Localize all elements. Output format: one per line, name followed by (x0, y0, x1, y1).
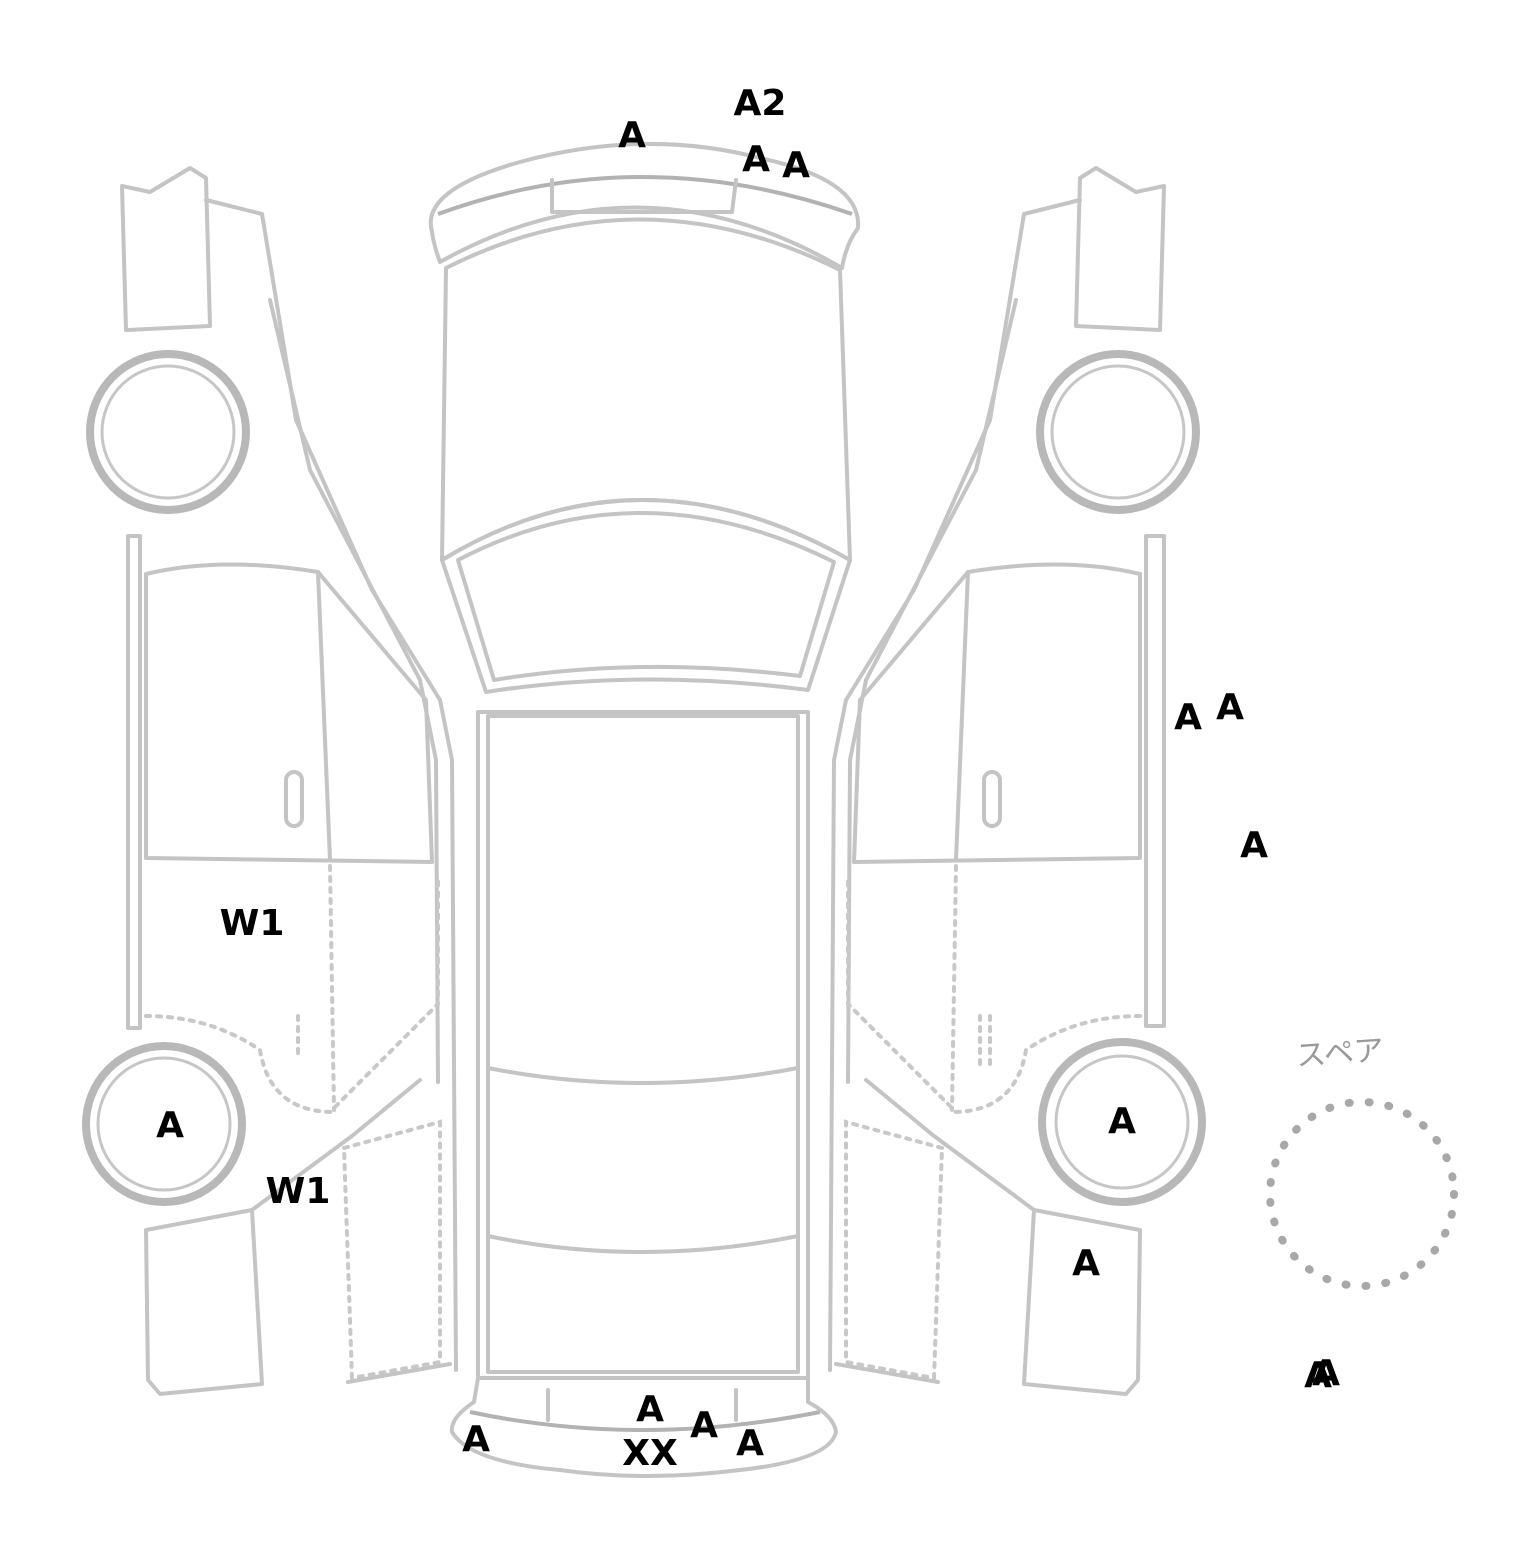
right-rear-quarter-dotted (844, 1119, 944, 1381)
mark-bottom-right-a2: A (1312, 1353, 1340, 1394)
mark-rear-bumper-xx: XX (622, 1433, 678, 1474)
left-rear-quarter-dotted (342, 1119, 442, 1381)
mark-left-rear-wheel-a: A (156, 1105, 184, 1146)
right-front-tire-inner (1050, 364, 1186, 500)
left-a-pillar (204, 198, 458, 1372)
right-rear-tire (1038, 1038, 1206, 1206)
right-rocker (1144, 534, 1166, 1028)
mark-right-rear-quarter-a: A (1072, 1243, 1100, 1284)
right-rear-handle-dotted (978, 1014, 992, 1068)
left-door-handle (284, 770, 304, 828)
left-front-tire (86, 350, 250, 514)
windshield-inner (456, 511, 836, 682)
rear-bumper-line (469, 1410, 821, 1432)
mark-right-rear-wheel-a: A (1108, 1101, 1136, 1142)
mark-front-a-mid: A (742, 139, 770, 180)
left-rear-door-dotted (144, 878, 440, 1115)
left-front-tire-inner (100, 364, 236, 500)
mark-front-a-left: A (618, 115, 646, 156)
spare-tire (1266, 1098, 1458, 1290)
left-rear-pillar (250, 1078, 452, 1384)
left-rear-bumper (144, 1208, 264, 1396)
right-rear-bumper (1022, 1208, 1142, 1396)
mark-bottom-right-a1: A (1304, 1355, 1332, 1396)
left-a-pillar-inner (268, 298, 440, 1084)
spare-tire-label: スペア (1294, 1032, 1386, 1075)
mark-left-rear-w1: W1 (265, 1171, 331, 1212)
left-rear-tire-inner (96, 1056, 232, 1192)
right-side-view (828, 166, 1206, 1396)
right-rear-pillar (834, 1078, 1036, 1384)
right-rear-door-dotted (846, 878, 1142, 1115)
left-door-pillar (316, 570, 332, 862)
rear-bumper-outline (449, 1376, 838, 1478)
rear-license-area (546, 1388, 738, 1422)
left-front-door (144, 562, 434, 864)
mark-left-door-w1: W1 (219, 903, 285, 944)
left-front-fender (120, 166, 212, 332)
right-front-door (852, 562, 1142, 864)
mark-right-side-a: A (1240, 825, 1268, 866)
front-bumper-outline (428, 142, 861, 270)
mark-rear-bumper-a-left: A (462, 1419, 490, 1460)
left-rear-tire (82, 1042, 246, 1206)
mark-right-door-a2: A (1216, 687, 1244, 728)
mark-right-door-a1: A (1174, 697, 1202, 738)
left-rocker (126, 534, 142, 1030)
left-rear-door-seam (328, 864, 336, 1112)
roof-line-2 (486, 1234, 800, 1254)
right-door-pillar (954, 570, 970, 862)
front-bumper-line (437, 175, 853, 216)
right-front-fender (1074, 166, 1166, 332)
hood-outline (440, 217, 852, 562)
mark-rear-bumper-a-center: A (636, 1389, 664, 1430)
windshield-outline (440, 498, 852, 694)
mark-front-a-right: A (782, 145, 810, 186)
roof-inner (486, 714, 800, 1374)
right-rear-tire-inner (1054, 1054, 1190, 1190)
mark-rear-bumper-a-mid: A (690, 1405, 718, 1446)
right-rear-door-seam (950, 864, 958, 1112)
right-door-handle (982, 770, 1002, 828)
right-a-pillar-inner (846, 298, 1018, 1084)
roof-line-1 (486, 1066, 800, 1085)
front-grille (550, 178, 738, 214)
roof-outline (476, 710, 810, 1380)
right-a-pillar (828, 198, 1082, 1372)
top-view (428, 142, 861, 1478)
mark-front-a2: A2 (733, 83, 787, 124)
left-side-view (82, 166, 458, 1396)
right-front-tire (1036, 350, 1200, 514)
mark-rear-bumper-a-right: A (736, 1423, 764, 1464)
